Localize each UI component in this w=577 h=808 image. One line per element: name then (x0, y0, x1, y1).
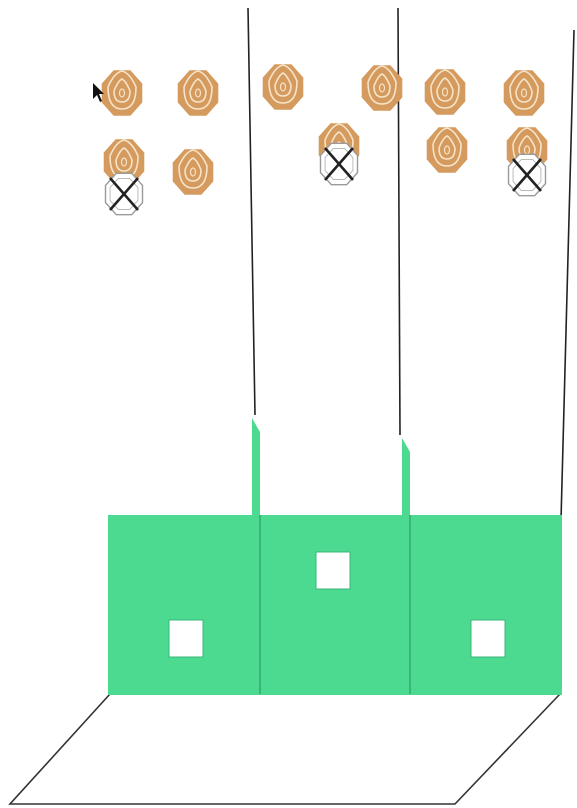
barrier-window-left (169, 620, 203, 657)
target-active[interactable] (362, 65, 403, 111)
floor-outline (10, 694, 560, 804)
wire-left (248, 8, 255, 415)
target-active[interactable] (178, 70, 219, 116)
targets-layer (102, 64, 548, 215)
target-active[interactable] (263, 64, 304, 110)
barrier-post-right (402, 438, 410, 515)
target-active[interactable] (425, 69, 466, 115)
barrier-wall (108, 418, 562, 695)
barrier-window-middle (316, 552, 350, 589)
barrier-panel-middle (260, 515, 410, 695)
target-destroyed (321, 143, 358, 184)
barrier-panel-left (108, 515, 260, 695)
barrier-window-right (471, 620, 505, 657)
target-active[interactable] (173, 149, 214, 195)
target-active[interactable] (504, 70, 545, 116)
barrier-post-left (252, 418, 260, 515)
target-destroyed (509, 154, 546, 195)
target-destroyed (106, 173, 143, 214)
barrier-panel-right (410, 515, 562, 695)
wire-right (398, 8, 400, 435)
target-active[interactable] (427, 127, 468, 173)
wire-far-right (561, 30, 574, 520)
target-active[interactable] (102, 70, 143, 116)
